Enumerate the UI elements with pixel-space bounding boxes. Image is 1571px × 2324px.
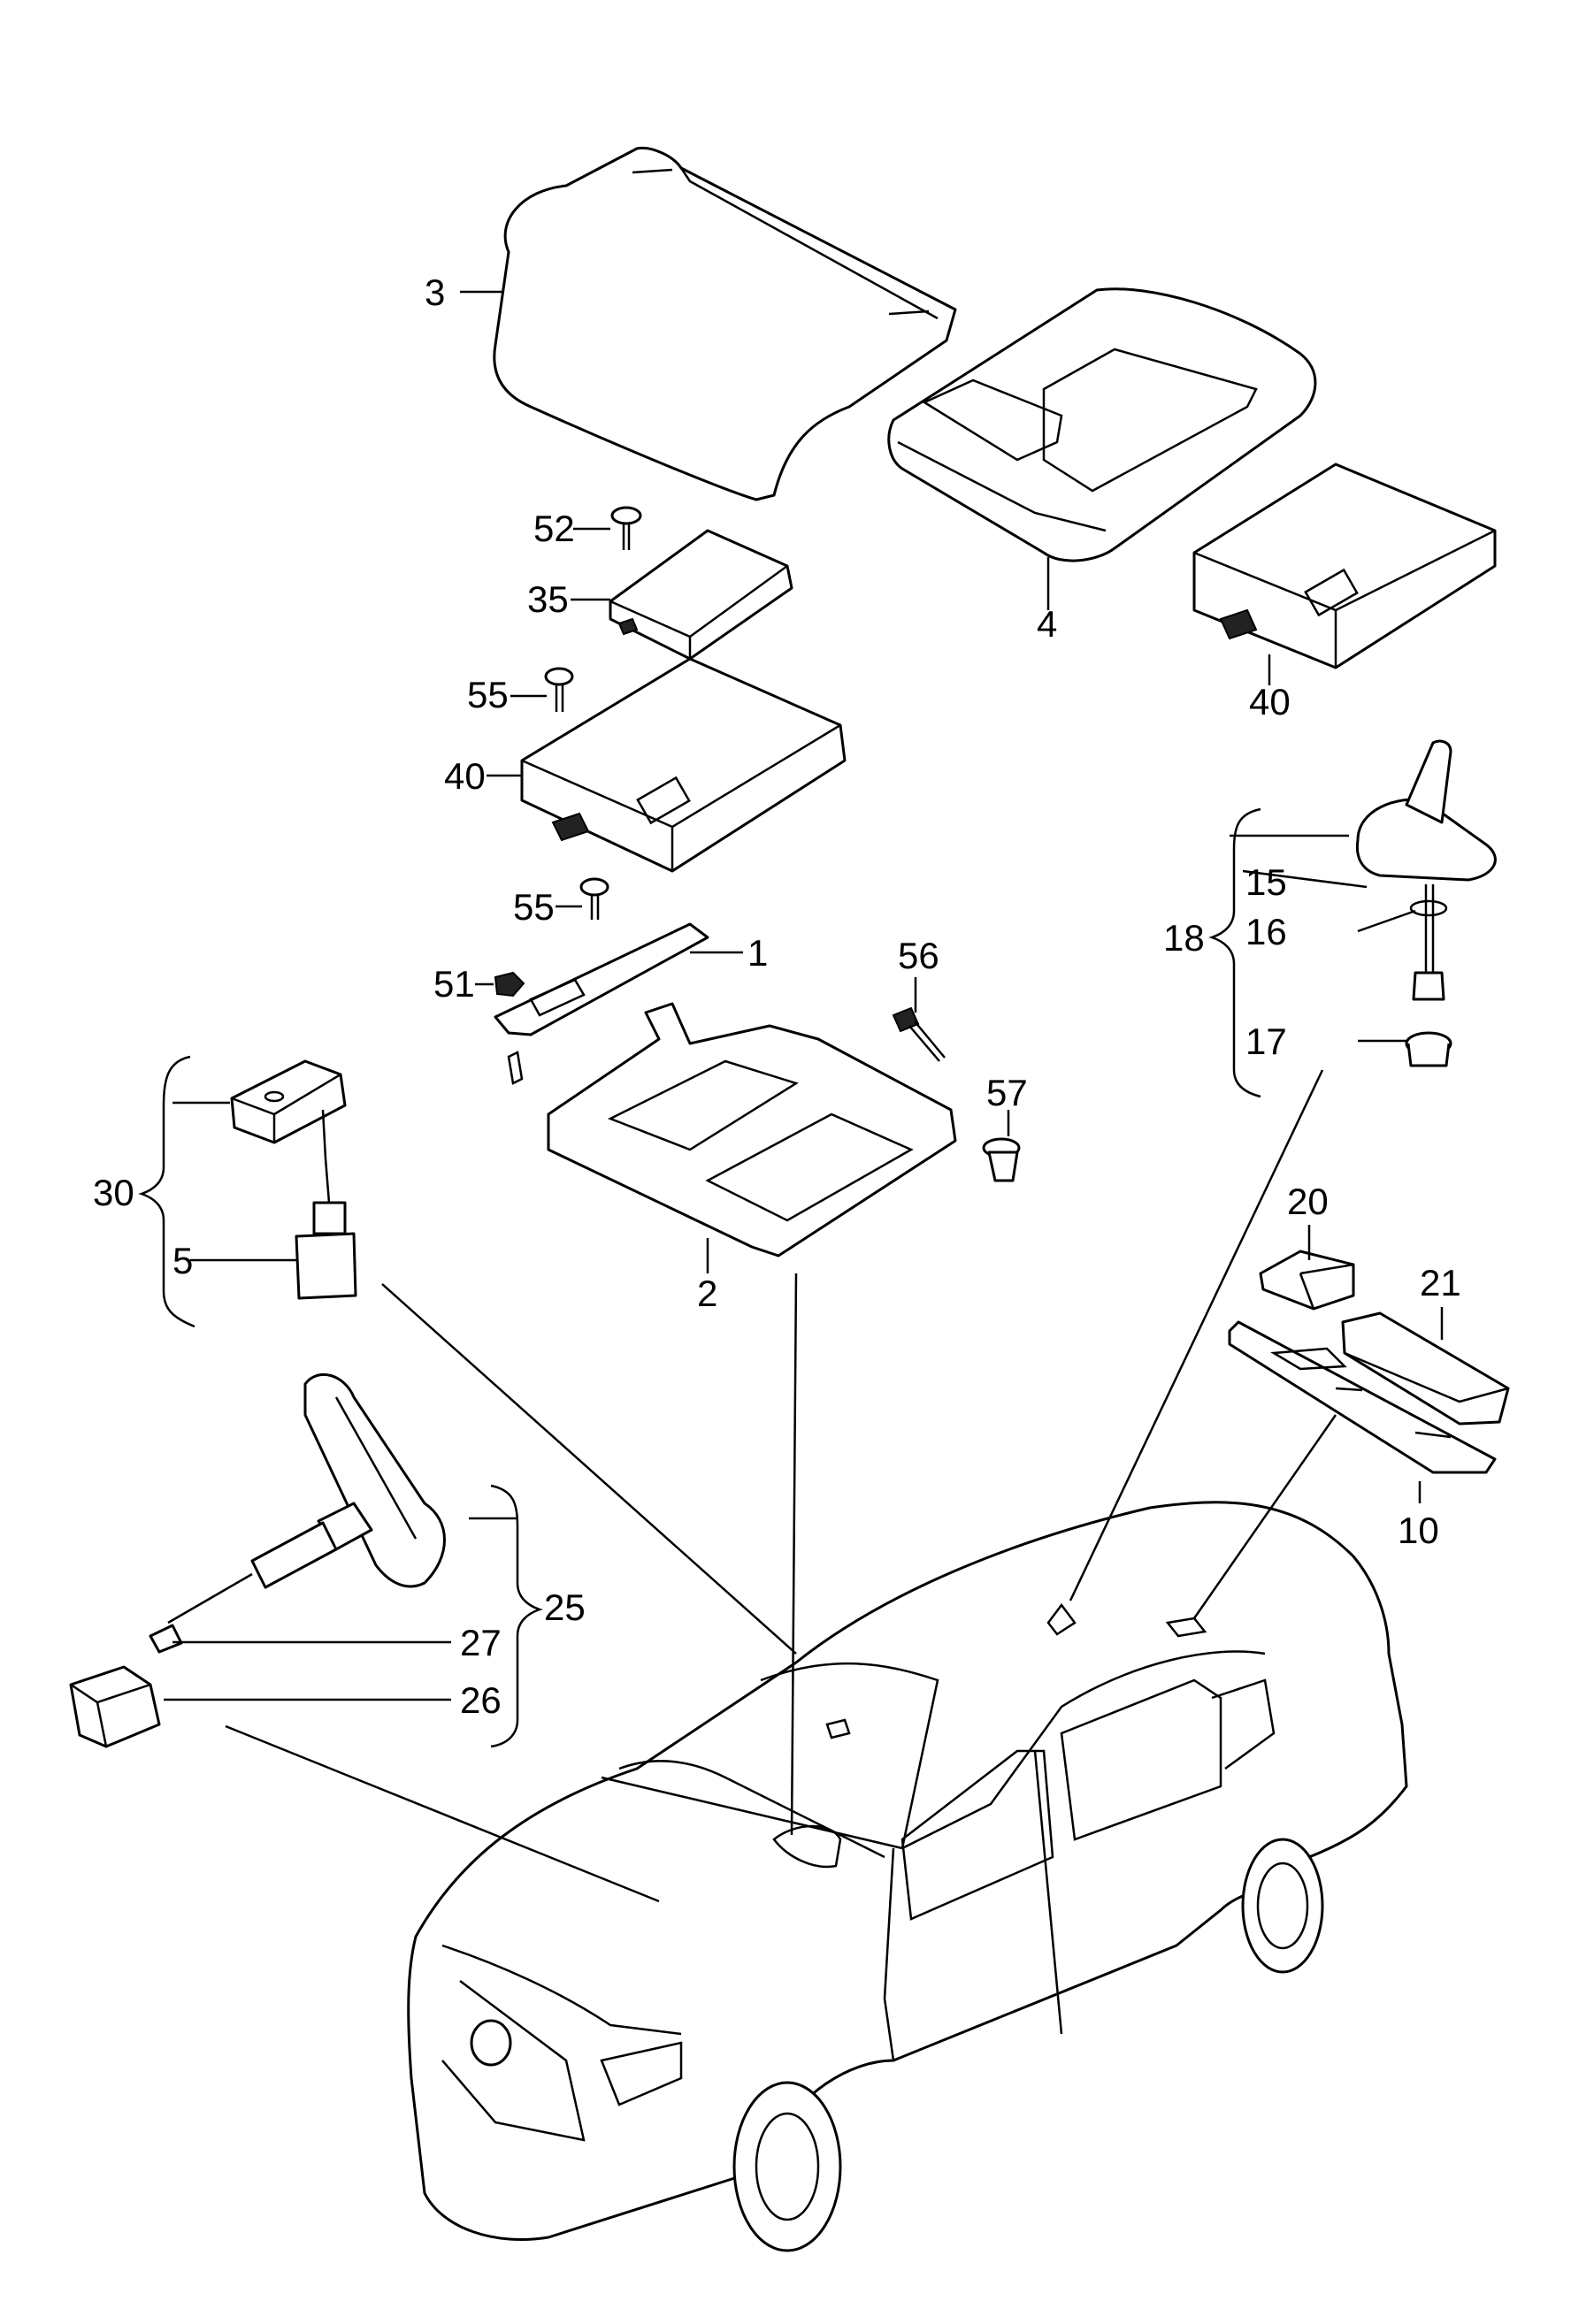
part-25-mirror-assembly [149, 1372, 446, 1654]
callout-57: 57 [986, 1072, 1028, 1113]
leader-lines [225, 1069, 1337, 1903]
part-40-center-module [520, 657, 847, 873]
part-55-screw-upper [544, 667, 574, 712]
callout-18: 18 [1163, 917, 1205, 959]
callout-17: 17 [1245, 1021, 1287, 1062]
callout-55-upper: 55 [467, 674, 509, 715]
part-57-clip [982, 1137, 1021, 1182]
part-30-sensor-assembly [230, 1059, 347, 1204]
part-26-cover [69, 1665, 161, 1748]
callout-30: 30 [93, 1172, 134, 1213]
callout-40-right: 40 [1249, 681, 1291, 722]
part-35-control-unit [609, 529, 793, 661]
part-21-module [1341, 1311, 1510, 1426]
callout-10: 10 [1398, 1510, 1439, 1551]
callout-27: 27 [460, 1622, 502, 1663]
callout-2: 2 [697, 1273, 717, 1314]
part-40-right-module [1192, 463, 1497, 669]
car-illustration [407, 1501, 1408, 2252]
callout-5: 5 [172, 1240, 193, 1281]
callout-15: 15 [1245, 861, 1287, 903]
part-20-module [1259, 1250, 1355, 1311]
part-18-roof-antenna [1355, 739, 1497, 882]
brace-30 [138, 1055, 195, 1328]
part-56-screw [892, 1006, 946, 1062]
part-2-carrier-plate [547, 1002, 957, 1258]
callout-55-lower: 55 [513, 886, 555, 928]
brace-18 [1208, 807, 1261, 1098]
part-55-screw-lower [579, 877, 609, 920]
part-5-connector [295, 1201, 357, 1300]
callout-40-center: 40 [444, 755, 486, 797]
callout-26: 26 [460, 1679, 502, 1721]
callout-3: 3 [425, 271, 445, 313]
part-1-bracket [494, 922, 709, 1036]
part-17-nut [1405, 1031, 1452, 1067]
callout-20: 20 [1287, 1181, 1329, 1222]
part-10-trim [1228, 1320, 1497, 1474]
callout-35: 35 [527, 578, 569, 620]
small-bolt [507, 1051, 524, 1085]
brace-25 [490, 1484, 543, 1748]
part-16-seal [1409, 884, 1448, 1001]
part-52-screw [610, 506, 642, 550]
callout-16: 16 [1245, 911, 1287, 952]
callout-52: 52 [533, 508, 575, 549]
callout-21: 21 [1420, 1262, 1461, 1303]
callout-4: 4 [1037, 603, 1057, 645]
callout-25: 25 [544, 1586, 586, 1628]
callout-56: 56 [898, 935, 939, 976]
callout-leaders [164, 290, 1444, 1701]
part-3-armrest-cover [493, 146, 957, 501]
callout-51: 51 [433, 963, 475, 1005]
part-4-armrest-tray [887, 287, 1317, 562]
callout-labels: 3 4 40 52 35 55 40 55 1 51 56 57 2 15 16… [93, 271, 1461, 1721]
callout-1: 1 [747, 932, 768, 974]
part-51-nut [494, 971, 525, 998]
